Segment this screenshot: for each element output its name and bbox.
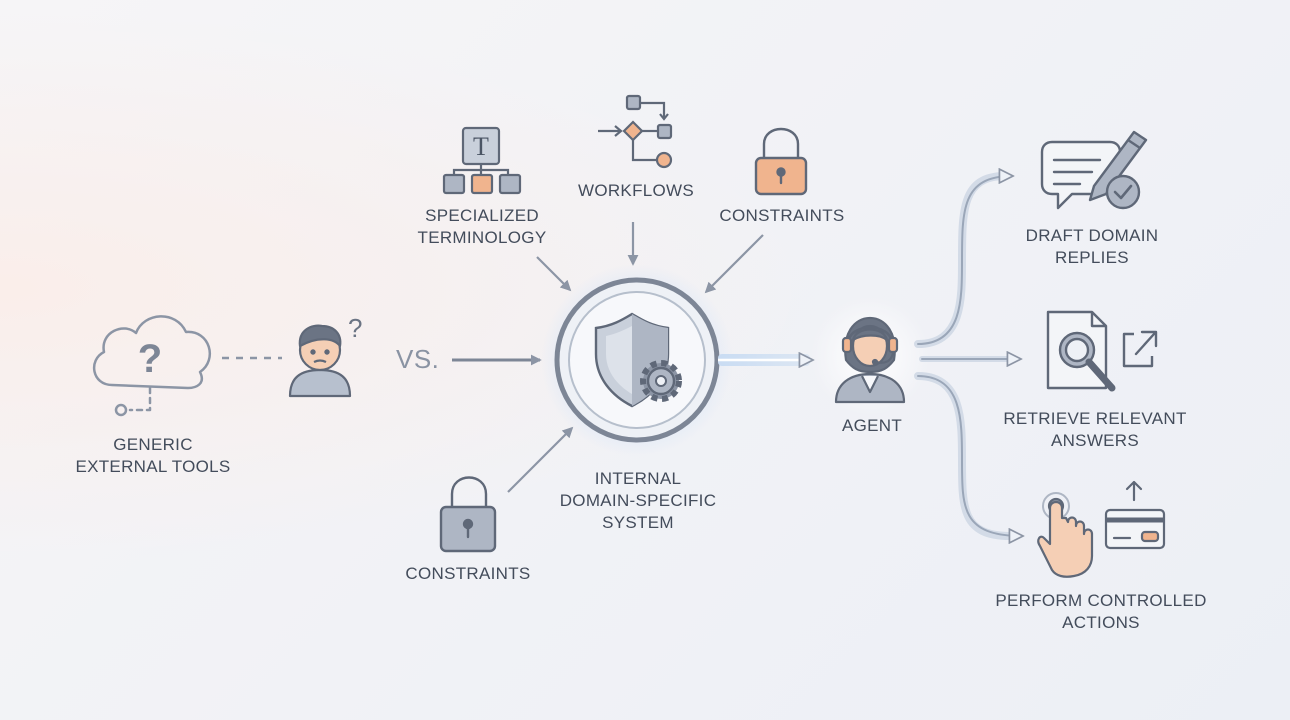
terminology-tree-icon: T xyxy=(442,126,522,195)
svg-text:T: T xyxy=(473,132,489,161)
perform-label-line1: PERFORM CONTROLLED xyxy=(995,591,1207,610)
workflows-label: WORKFLOWS xyxy=(577,181,695,200)
arrow-constraints-top xyxy=(704,234,764,294)
draft-label-line1: DRAFT DOMAIN xyxy=(1025,226,1159,245)
workflow-icon xyxy=(598,94,673,169)
agent-label: AGENT xyxy=(841,416,903,435)
perform-label-line2: ACTIONS xyxy=(1062,613,1140,632)
controlled-action-icon xyxy=(1037,480,1166,578)
cloud-question-icon: ? xyxy=(92,315,211,417)
confused-person-icon: ? xyxy=(288,313,362,398)
retrieve-label: RETRIEVE RELEVANT ANSWERS xyxy=(990,408,1200,452)
terminology-label: SPECIALIZED TERMINOLOGY xyxy=(402,205,562,249)
retrieve-label-line2: ANSWERS xyxy=(1050,431,1140,450)
system-label-line2: DOMAIN-SPECIFIC xyxy=(559,491,717,510)
shield-gear-icon xyxy=(554,277,720,443)
terminology-label-line2: TERMINOLOGY xyxy=(417,228,547,247)
headset-agent-icon xyxy=(834,316,906,404)
arrow-terminology xyxy=(536,256,572,292)
vs-text: VS. xyxy=(396,344,440,374)
draft-label: DRAFT DOMAIN REPLIES xyxy=(1000,225,1184,269)
draft-label-line2: REPLIES xyxy=(1055,248,1129,267)
cloud-label-line1: GENERIC xyxy=(113,435,193,454)
system-label-line1: INTERNAL xyxy=(594,469,682,488)
cloud-label: GENERIC EXTERNAL TOOLS xyxy=(58,434,248,478)
svg-text:?: ? xyxy=(138,337,162,381)
constraints-bottom-label: CONSTRAINTS xyxy=(405,564,531,583)
padlock-gray-icon xyxy=(439,476,497,553)
draft-reply-icon xyxy=(1040,130,1148,210)
retrieve-search-icon xyxy=(1046,310,1158,392)
branch-arrows xyxy=(914,176,1022,536)
svg-text:?: ? xyxy=(348,313,362,343)
retrieve-label-line1: RETRIEVE RELEVANT xyxy=(1003,409,1187,428)
constraints-top-label: CONSTRAINTS xyxy=(719,206,845,225)
arrow-constraints-bottom xyxy=(507,426,574,493)
system-label: INTERNAL DOMAIN-SPECIFIC SYSTEM xyxy=(558,468,718,534)
cloud-label-line2: EXTERNAL TOOLS xyxy=(75,457,231,476)
padlock-orange-icon xyxy=(754,127,808,196)
terminology-label-line1: SPECIALIZED xyxy=(425,206,539,225)
system-label-line3: SYSTEM xyxy=(602,513,674,532)
perform-label: PERFORM CONTROLLED ACTIONS xyxy=(980,590,1222,634)
